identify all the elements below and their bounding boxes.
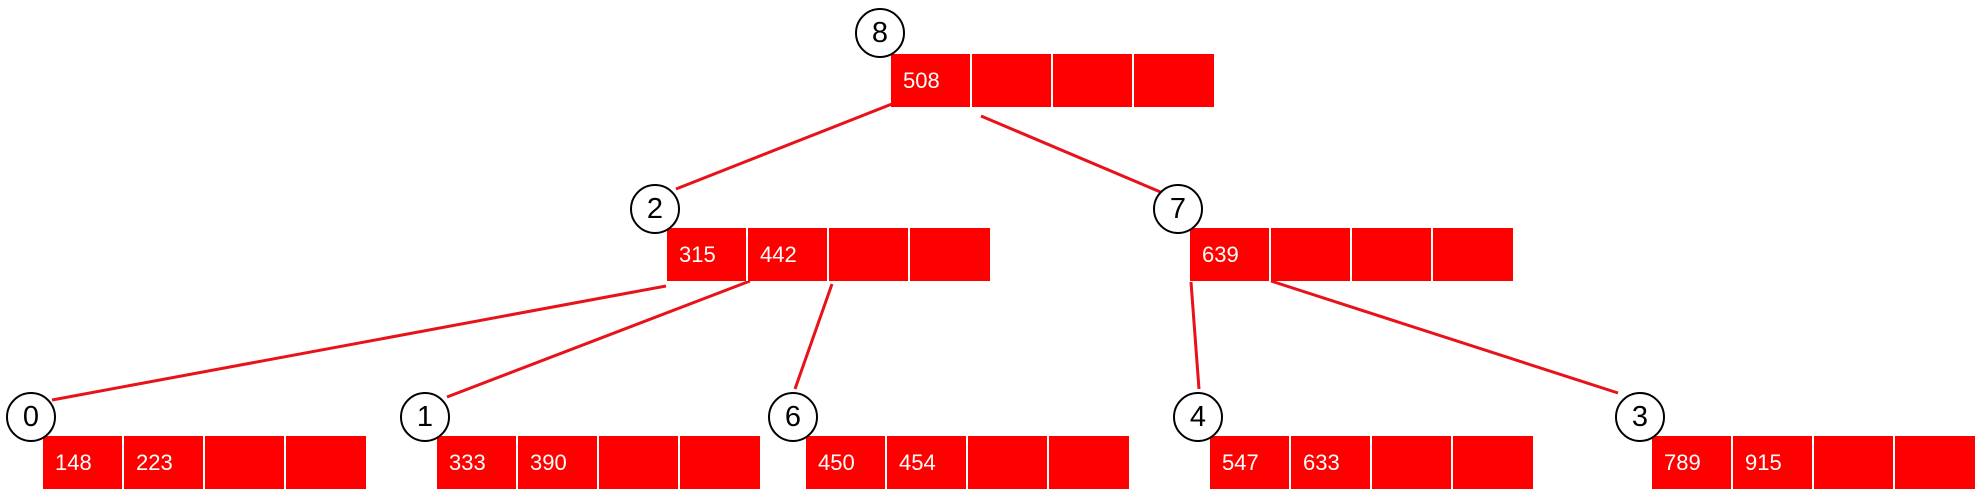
- key-array-1: 333 390: [437, 436, 760, 489]
- key-cell: 508: [891, 54, 972, 107]
- key-cell: [972, 54, 1053, 107]
- key-array-2: 315 442: [667, 228, 990, 281]
- node-id-2: 2: [630, 184, 680, 234]
- node-id-3: 3: [1615, 392, 1665, 442]
- key-cell: [1453, 436, 1533, 489]
- key-cell: [1814, 436, 1895, 489]
- key-cell: [1895, 436, 1975, 489]
- edge-8-2: [675, 102, 893, 191]
- edge-2-6: [793, 283, 834, 390]
- key-cell: [1053, 54, 1134, 107]
- key-cell: [599, 436, 680, 489]
- node-id-1: 1: [400, 392, 450, 442]
- key-cell: 789: [1652, 436, 1733, 489]
- key-cell: [968, 436, 1049, 489]
- key-cell: [1134, 54, 1214, 107]
- key-array-7: 639: [1190, 228, 1513, 281]
- key-cell: 442: [748, 228, 829, 281]
- edge-7-4: [1189, 281, 1201, 390]
- node-id-7: 7: [1153, 184, 1203, 234]
- edge-8-7: [980, 114, 1171, 198]
- key-array-0: 148 223: [43, 436, 366, 489]
- key-cell: 639: [1190, 228, 1271, 281]
- node-id-4: 4: [1173, 392, 1223, 442]
- key-cell: 315: [667, 228, 748, 281]
- key-cell: [1433, 228, 1513, 281]
- edge-7-3: [1270, 279, 1619, 395]
- key-cell: [1049, 436, 1129, 489]
- key-cell: 148: [43, 436, 124, 489]
- key-cell: 450: [806, 436, 887, 489]
- key-cell: [1271, 228, 1352, 281]
- node-id-0: 0: [6, 392, 56, 442]
- key-cell: [205, 436, 286, 489]
- key-cell: [829, 228, 910, 281]
- edge-2-0: [51, 284, 667, 402]
- key-cell: 547: [1210, 436, 1291, 489]
- key-cell: 915: [1733, 436, 1814, 489]
- key-cell: 390: [518, 436, 599, 489]
- key-cell: 223: [124, 436, 205, 489]
- key-array-6: 450 454: [806, 436, 1129, 489]
- key-array-4: 547 633: [1210, 436, 1533, 489]
- key-cell: 333: [437, 436, 518, 489]
- key-cell: [286, 436, 366, 489]
- edge-2-1: [446, 279, 751, 399]
- key-cell: [1372, 436, 1453, 489]
- key-cell: [680, 436, 760, 489]
- key-cell: 454: [887, 436, 968, 489]
- node-id-6: 6: [768, 392, 818, 442]
- key-cell: 633: [1291, 436, 1372, 489]
- key-cell: [1352, 228, 1433, 281]
- key-array-8: 508: [891, 54, 1214, 107]
- key-cell: [910, 228, 990, 281]
- node-id-8: 8: [855, 8, 905, 58]
- key-array-3: 789 915: [1652, 436, 1975, 489]
